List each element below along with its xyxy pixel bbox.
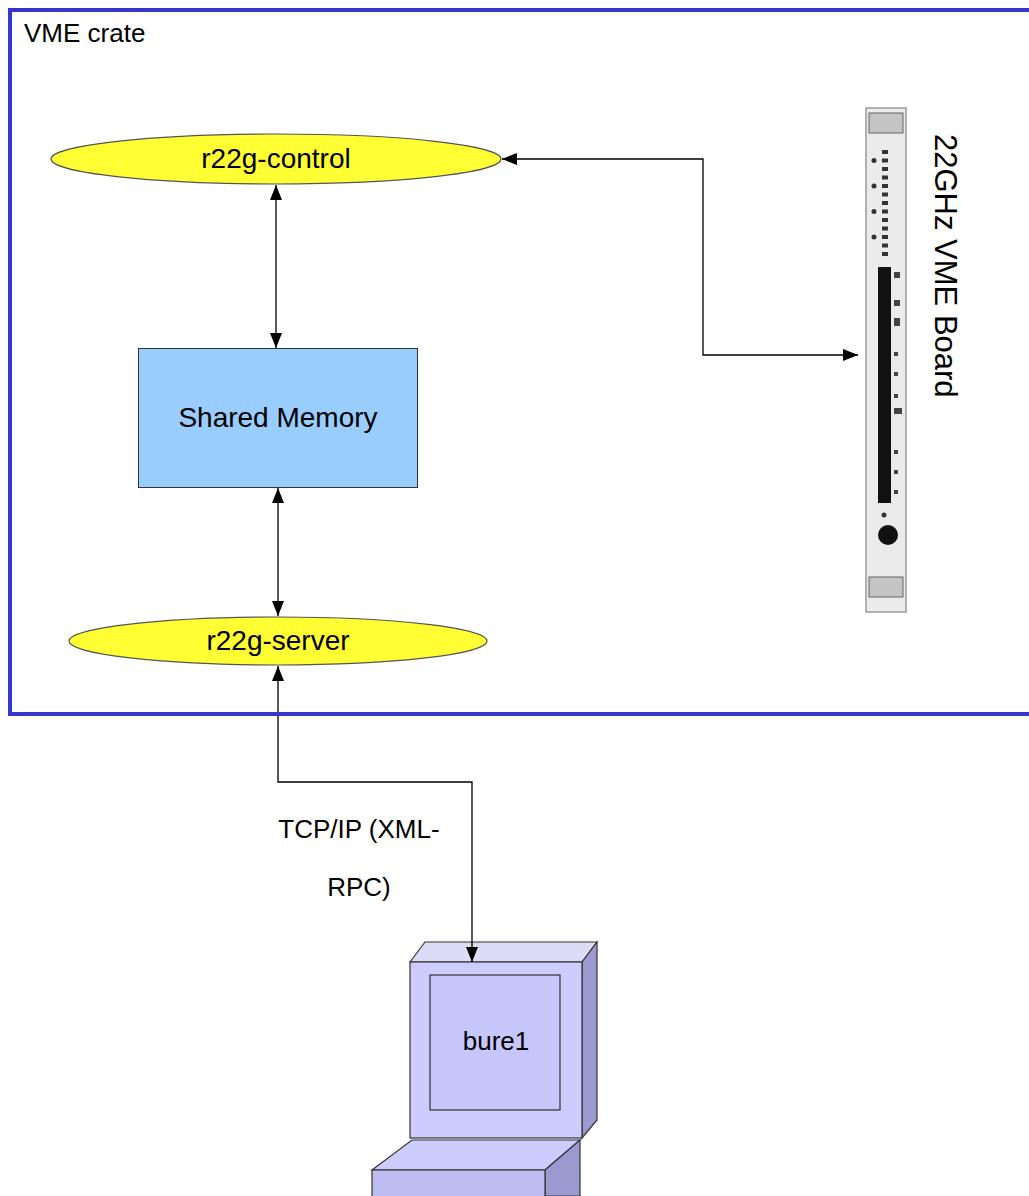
board-led (882, 210, 888, 214)
crate-region: VME crate r22g-controlShared Memory r22g-s… (8, 8, 1029, 716)
connector-arrow (275, 185, 276, 348)
connector-arrow (502, 159, 858, 355)
board-mark (894, 300, 900, 306)
board-mark (894, 490, 898, 494)
node-label: r22g-server (206, 625, 349, 657)
edge-label: TCP/IP (XML-RPC) (273, 800, 445, 916)
board-mark (894, 470, 898, 474)
board-panel (866, 108, 906, 612)
region-title: VME crate (24, 18, 145, 49)
board-handle (869, 577, 903, 597)
board-led (882, 159, 888, 163)
board-led (872, 209, 877, 214)
keyboard-top (372, 1140, 580, 1170)
ellipse-shape (51, 134, 501, 184)
node-label: Shared Memory (178, 402, 377, 434)
process-ellipse: r22g-server (68, 616, 488, 666)
board-led (882, 184, 888, 188)
board-led (882, 218, 888, 222)
board-leds (872, 150, 889, 256)
board-led (882, 252, 888, 256)
board-mark (894, 352, 898, 356)
board-mark (894, 272, 900, 278)
monitor-screen (430, 975, 560, 1110)
board-label-area: 22GHz VME Board (858, 108, 968, 613)
node-label: r22g-control (201, 143, 350, 175)
board-knob (878, 525, 898, 545)
node-label: 22GHz VME Board (927, 134, 963, 398)
board-led (872, 235, 877, 240)
monitor-front (410, 962, 582, 1138)
board-mark (894, 408, 902, 414)
board-mark (894, 394, 898, 398)
monitor-side (582, 942, 597, 1138)
board-mark (894, 318, 900, 326)
board-led (872, 158, 877, 163)
computer-illustration (372, 942, 597, 1196)
keyboard-side (545, 1140, 580, 1196)
connector-arrow (277, 488, 278, 616)
board-led (882, 201, 888, 205)
board-led (882, 193, 888, 197)
board-led (882, 227, 888, 231)
board-mark (894, 372, 898, 376)
board-led (882, 167, 888, 171)
board-led (882, 235, 888, 239)
board-led (882, 244, 888, 248)
vme-board-illustration (866, 108, 906, 612)
keyboard-front (372, 1170, 545, 1196)
monitor-top (410, 942, 597, 962)
board-led (882, 513, 887, 518)
ellipse-shape (69, 617, 487, 665)
board-handle (869, 113, 903, 133)
board-led (882, 176, 888, 180)
board-mark (894, 450, 898, 454)
board-led (882, 150, 888, 154)
memory-box: Shared Memory (138, 348, 418, 488)
board-slot (878, 267, 891, 503)
node-label: bure1 (463, 1026, 530, 1057)
computer-screen: bure1 (410, 962, 582, 1138)
board-led (872, 184, 877, 189)
process-ellipse: r22g-control (50, 133, 502, 185)
